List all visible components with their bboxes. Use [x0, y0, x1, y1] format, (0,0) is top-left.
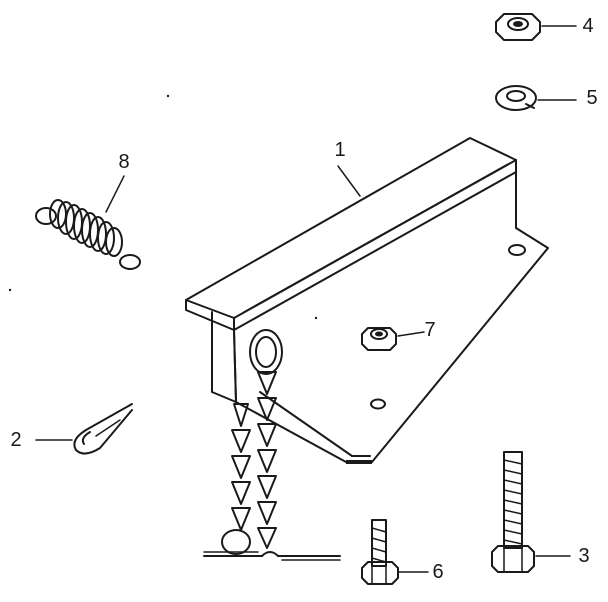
callout-6: 6: [432, 561, 444, 583]
lock-washer-part: [495, 85, 577, 111]
callout-8: 8: [118, 151, 130, 173]
short-bolt-part: [361, 519, 429, 585]
spring-part: [35, 175, 141, 270]
callout-3: 3: [578, 545, 590, 567]
hex-nut-part: [495, 13, 577, 41]
callout-5: 5: [586, 87, 598, 109]
callout-7: 7: [424, 319, 436, 341]
long-bolt-part: [491, 451, 571, 573]
hairpin-cotter-part: [35, 403, 133, 455]
callout-1: 1: [334, 139, 346, 161]
callout-4: 4: [582, 15, 594, 37]
bracket-part: [185, 137, 549, 464]
small-nut-part: [361, 327, 425, 351]
chain-assembly: [203, 329, 341, 561]
callout-2: 2: [10, 429, 22, 451]
